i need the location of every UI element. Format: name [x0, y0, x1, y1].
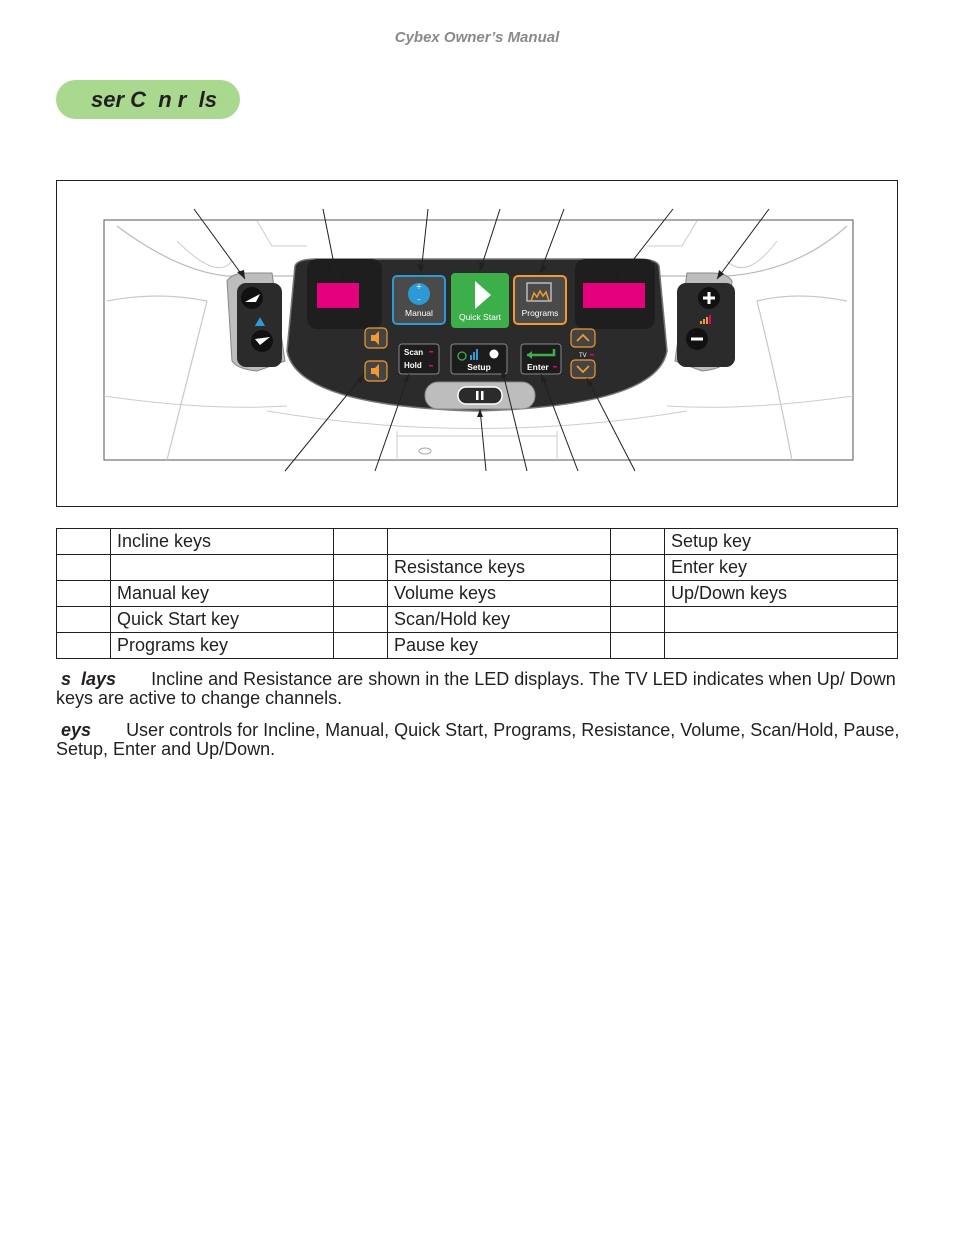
- table-cell: [610, 632, 665, 659]
- table-cell: [333, 606, 388, 633]
- keys-text: User controls for Incline, Manual, Quick…: [56, 720, 900, 759]
- setup-key[interactable]: Setup: [450, 343, 508, 375]
- pause-key[interactable]: [424, 381, 536, 410]
- quick-start-key[interactable]: Quick Start: [451, 273, 509, 328]
- tv-led: [590, 354, 594, 356]
- table-cell: Quick Start key: [110, 606, 334, 633]
- table-cell: Resistance keys: [387, 554, 611, 581]
- enter-key[interactable]: Enter: [520, 343, 562, 375]
- table-cell: Incline keys: [110, 528, 334, 555]
- volume-up-key[interactable]: [364, 327, 388, 349]
- section-title: ser C n r ls: [91, 87, 217, 112]
- table-cell: Setup key: [664, 528, 898, 555]
- manual-key[interactable]: + – Manual: [392, 275, 446, 325]
- down-key[interactable]: [570, 359, 596, 379]
- keys-term: eys: [56, 720, 92, 740]
- table-cell: [333, 580, 388, 607]
- table-cell: Scan/Hold key: [387, 606, 611, 633]
- scan-label: Scan: [404, 348, 423, 357]
- table-cell: [610, 554, 665, 581]
- scan-hold-key[interactable]: Scan Hold: [398, 343, 440, 375]
- table-row: Quick Start key Scan/Hold key: [56, 606, 898, 633]
- table-row: Programs key Pause key: [56, 632, 898, 659]
- manual-label: Manual: [405, 308, 433, 318]
- programs-key[interactable]: Programs: [513, 275, 567, 325]
- table-cell: [664, 632, 898, 659]
- console-illustration: + – Manual Quick Start Programs: [103, 208, 854, 472]
- resistance-display: [583, 283, 645, 308]
- key-legend-table: Incline keys Setup key Resistance keys E…: [56, 528, 898, 659]
- table-cell: [333, 554, 388, 581]
- setup-label: Setup: [467, 362, 491, 372]
- table-cell: [610, 528, 665, 555]
- table-cell: Manual key: [110, 580, 334, 607]
- table-cell: [56, 528, 111, 555]
- table-cell: Programs key: [110, 632, 334, 659]
- console-figure: + – Manual Quick Start Programs: [56, 180, 898, 507]
- svg-text:⛰: ⛰: [255, 315, 266, 330]
- keys-paragraph: eys User controls for Incline, Manual, Q…: [56, 721, 901, 759]
- section-title-pill: ser C n r ls: [56, 80, 240, 119]
- table-cell: [56, 606, 111, 633]
- quick-start-label: Quick Start: [459, 312, 502, 322]
- volume-down-key[interactable]: [364, 360, 388, 382]
- displays-term: s lays: [56, 669, 117, 689]
- svg-text:+: +: [416, 282, 423, 291]
- up-key[interactable]: [570, 328, 596, 348]
- table-row: Resistance keys Enter key: [56, 554, 898, 581]
- enter-label: Enter: [527, 362, 549, 372]
- table-cell: Pause key: [387, 632, 611, 659]
- table-cell: Volume keys: [387, 580, 611, 607]
- incline-display: [317, 283, 359, 308]
- table-cell: Up/Down keys: [664, 580, 898, 607]
- table-cell: [610, 580, 665, 607]
- table-cell: [56, 580, 111, 607]
- table-row: Incline keys Setup key: [56, 528, 898, 555]
- tv-label: TV: [579, 353, 587, 359]
- svg-text:–: –: [417, 295, 421, 304]
- page-header: Cybex Owner’s Manual: [394, 29, 560, 46]
- hold-label: Hold: [404, 361, 422, 370]
- table-cell: [387, 528, 611, 555]
- table-cell: [610, 606, 665, 633]
- table-cell: [56, 554, 111, 581]
- table-cell: [333, 528, 388, 555]
- table-cell: [56, 632, 111, 659]
- table-cell: [333, 632, 388, 659]
- table-cell: [110, 554, 334, 581]
- displays-paragraph: s lays Incline and Resistance are shown …: [56, 670, 901, 708]
- table-row: Manual key Volume keys Up/Down keys: [56, 580, 898, 607]
- displays-text: Incline and Resistance are shown in the …: [56, 669, 896, 708]
- table-cell: [664, 606, 898, 633]
- table-cell: Enter key: [664, 554, 898, 581]
- programs-label: Programs: [522, 308, 559, 318]
